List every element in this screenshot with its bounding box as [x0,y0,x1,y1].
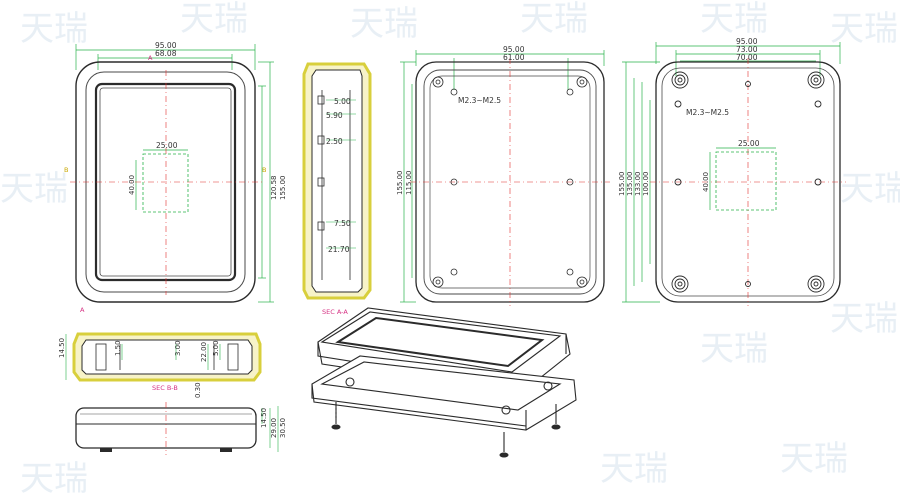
dim-text: 3.00 [174,340,182,356]
watermark: 天瑞 [20,9,88,49]
screw-boss-group [432,76,588,288]
section-aa-view: 5.00 5.90 2.50 7.50 21.70 SEC A-A [302,62,372,316]
dim-text: 70.00 [736,53,758,62]
dim-text: 155.00 [396,171,404,196]
dim-text: 95.00 [736,37,758,46]
dim-text: 120.58 [270,176,278,201]
dim-text: 95.00 [155,41,177,50]
section-marker: A [148,54,153,62]
dim-text: 68.08 [155,49,177,58]
dim-text: 25.00 [738,139,760,148]
watermark: 天瑞 [840,169,900,209]
dim-text: 155.00 [618,172,626,197]
watermark: 天瑞 [700,0,768,39]
dim-text: 0.30 [194,382,202,398]
dim-text: 7.50 [334,219,351,228]
dim-text: 30.50 [279,418,287,438]
dim-text: 95.00 [503,45,525,54]
dim-text: 40.00 [702,172,710,192]
dim-text: 5.00 [334,97,351,106]
dim-text: 155.00 [279,176,287,201]
section-marker: A [80,306,85,314]
watermark: 天瑞 [20,459,88,499]
watermark: 天瑞 [350,4,418,44]
dim-text: 115.00 [405,171,413,196]
dim-text: 61.00 [503,53,525,62]
dim-text: 14.50 [260,408,268,428]
dim-text: 14.50 [58,338,66,358]
section-title: SEC B-B [152,384,178,392]
dim-text: 2.50 [326,137,343,146]
dim-text: 25.00 [156,141,178,150]
screw-note: M2.3~M2.5 [686,108,729,117]
dim-text: 73.00 [736,45,758,54]
watermark: 天瑞 [700,329,768,369]
dim-text: 21.70 [328,245,350,254]
section-marker: B [262,166,266,174]
section-marker: B [64,166,68,174]
side-view: 14.50 29.00 30.50 [75,402,287,455]
dim-text: 40.00 [128,175,136,195]
dim-text: 1.50 [114,340,122,356]
section-bb-view: 14.50 1.50 3.00 22.00 5.00 0.30 SEC B-B [58,332,262,398]
watermark: 天瑞 [830,299,898,339]
exploded-isometric-view [311,307,577,458]
bottom-view: 95.00 73.00 70.00 M2.3~M2.5 25.00 40.00 … [618,37,846,306]
dim-text: 5.90 [326,111,343,120]
dim-text: 135.00 [626,172,634,197]
front-view: 95.00 68.08 A A B B 25.00 40.00 120.58 1… [64,41,287,314]
dim-text: 22.00 [200,342,208,362]
watermark: 天瑞 [600,449,668,489]
dim-text: 133.00 [634,172,642,197]
watermark: 天瑞 [0,169,68,209]
screw-group [331,402,561,458]
dim-text: 29.00 [270,418,278,438]
watermark: 天瑞 [180,0,248,39]
watermark: 天瑞 [520,0,588,39]
screw-note: M2.3~M2.5 [458,96,501,105]
watermark: 天瑞 [780,439,848,479]
section-title: SEC A-A [322,308,348,316]
dim-text: 5.00 [212,340,220,356]
dim-text: 100.00 [642,172,650,197]
watermark: 天瑞 [830,9,898,49]
foot-group [671,71,825,293]
top-inside-view: 95.00 61.00 M2.3~M2.5 155.00 115.00 [396,45,610,306]
